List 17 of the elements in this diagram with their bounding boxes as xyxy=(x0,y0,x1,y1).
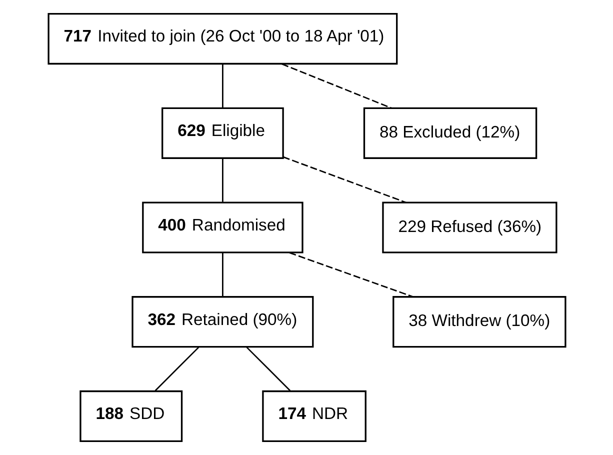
node-box: 400 Randomised xyxy=(142,202,303,254)
connector xyxy=(222,64,223,108)
node-box: 362 Retained (90%) xyxy=(131,296,314,348)
node-box: 629 Eligible xyxy=(161,107,284,159)
connector xyxy=(154,346,199,392)
node-box: 188 SDD xyxy=(79,390,182,442)
node-box: 174 NDR xyxy=(262,390,366,442)
connector xyxy=(222,158,223,202)
connector xyxy=(222,252,223,296)
node-box: 88 Excluded (12%) xyxy=(362,107,537,159)
connector xyxy=(288,252,413,298)
node-box: 229 Refused (36%) xyxy=(382,202,557,254)
connector xyxy=(281,63,392,109)
node-box: 717 Invited to join (26 Oct '00 to 18 Apr '01) xyxy=(47,12,398,65)
node-box: 38 Withdrew (10%) xyxy=(392,296,566,348)
connector xyxy=(282,156,406,204)
connector xyxy=(246,346,290,392)
